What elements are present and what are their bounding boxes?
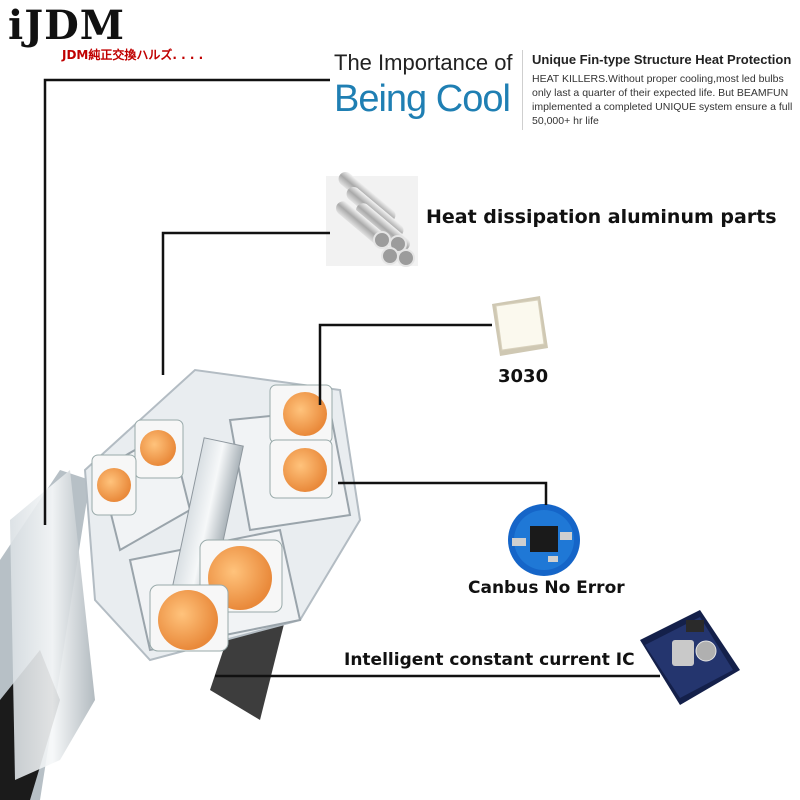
header-divider xyxy=(522,50,523,130)
ic-board-image xyxy=(640,610,740,705)
callout-led-chip-label: 3030 xyxy=(498,366,549,387)
feature-description: HEAT KILLERS.Without proper cooling,most… xyxy=(532,73,793,127)
brand-tagline: JDM純正交換ハルズ. . . . xyxy=(62,48,204,62)
callout-lines xyxy=(43,78,660,678)
callout-canbus-label: Canbus No Error xyxy=(468,578,625,598)
led-chips xyxy=(91,384,333,652)
callout-ic-label: Intelligent constant current IC xyxy=(344,650,635,670)
being-cool-heading: Being Cool xyxy=(334,78,511,120)
aluminum-rods-image xyxy=(326,172,418,267)
bulb-base xyxy=(0,470,300,800)
led-3030-chip-image xyxy=(492,296,548,356)
feature-title: Unique Fin-type Structure Heat Protectio… xyxy=(532,52,792,67)
brand-logo: iJDM xyxy=(8,2,126,49)
importance-heading: The Importance of xyxy=(334,50,513,75)
callout-aluminum-label: Heat dissipation aluminum parts xyxy=(426,206,777,228)
canbus-module-image xyxy=(508,504,580,576)
